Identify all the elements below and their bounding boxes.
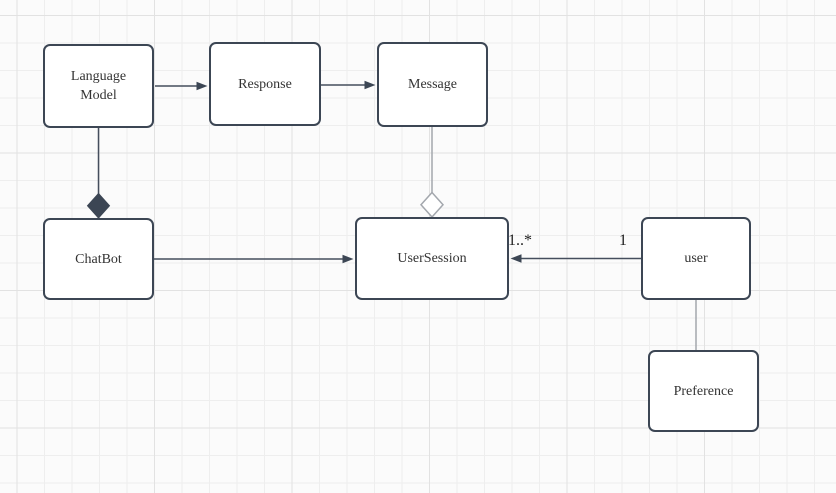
node-preference[interactable]: Preference: [648, 350, 759, 432]
arrowhead-right-icon: [342, 254, 354, 264]
node-usersession-label: UserSession: [397, 251, 467, 266]
node-message-label: Message: [408, 77, 457, 92]
edge-user-usersession[interactable]: [510, 254, 642, 263]
node-chatbot[interactable]: ChatBot: [43, 218, 154, 300]
node-message[interactable]: Message: [377, 42, 488, 127]
multiplicity-label-user: 1: [619, 232, 627, 249]
node-preference-label: Preference: [673, 383, 734, 399]
composition-diamond-icon: [86, 192, 111, 219]
node-language-model-label: Language Model: [70, 69, 127, 103]
edge-response-message[interactable]: [321, 80, 376, 90]
edge-language-model-response[interactable]: [155, 81, 208, 91]
node-user-label: user: [684, 251, 708, 266]
node-response-label: Response: [238, 76, 292, 92]
edge-message-usersession[interactable]: [419, 127, 445, 219]
aggregation-diamond-icon: [419, 191, 445, 219]
arrowhead-right-icon: [196, 81, 208, 91]
node-language-model[interactable]: Language Model: [43, 44, 154, 128]
edge-language-model-chatbot[interactable]: [86, 128, 111, 219]
node-user[interactable]: user: [641, 217, 751, 300]
node-chatbot-label: ChatBot: [75, 251, 122, 267]
multiplicity-label-usersession: 1..*: [508, 232, 532, 249]
arrowhead-right-icon: [364, 80, 376, 90]
edge-chatbot-usersession[interactable]: [154, 254, 354, 264]
node-response[interactable]: Response: [209, 42, 321, 126]
arrowhead-left-icon: [510, 254, 522, 263]
node-usersession[interactable]: UserSession: [355, 217, 509, 300]
